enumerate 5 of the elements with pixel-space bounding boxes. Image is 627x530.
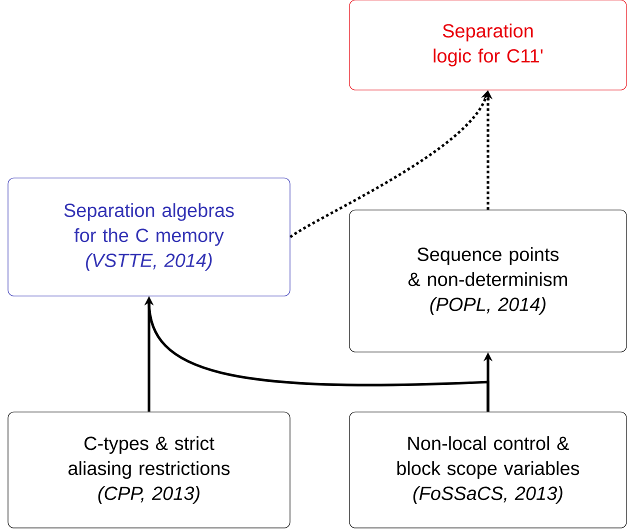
publication-box: Non-local control & block scope variables (FoSSaCS, 2013) <box>349 412 627 528</box>
publication-box: Separation logic for C11' <box>349 0 627 90</box>
publication-box: C-types & strict aliasing restrictions (CPP, 2013) <box>8 412 290 528</box>
publication-box: Sequence points & non-determinism (POPL, 2014) <box>349 210 627 352</box>
publication-box: Separation algebras for the C memory (VSTTE, 2014) <box>8 178 290 296</box>
